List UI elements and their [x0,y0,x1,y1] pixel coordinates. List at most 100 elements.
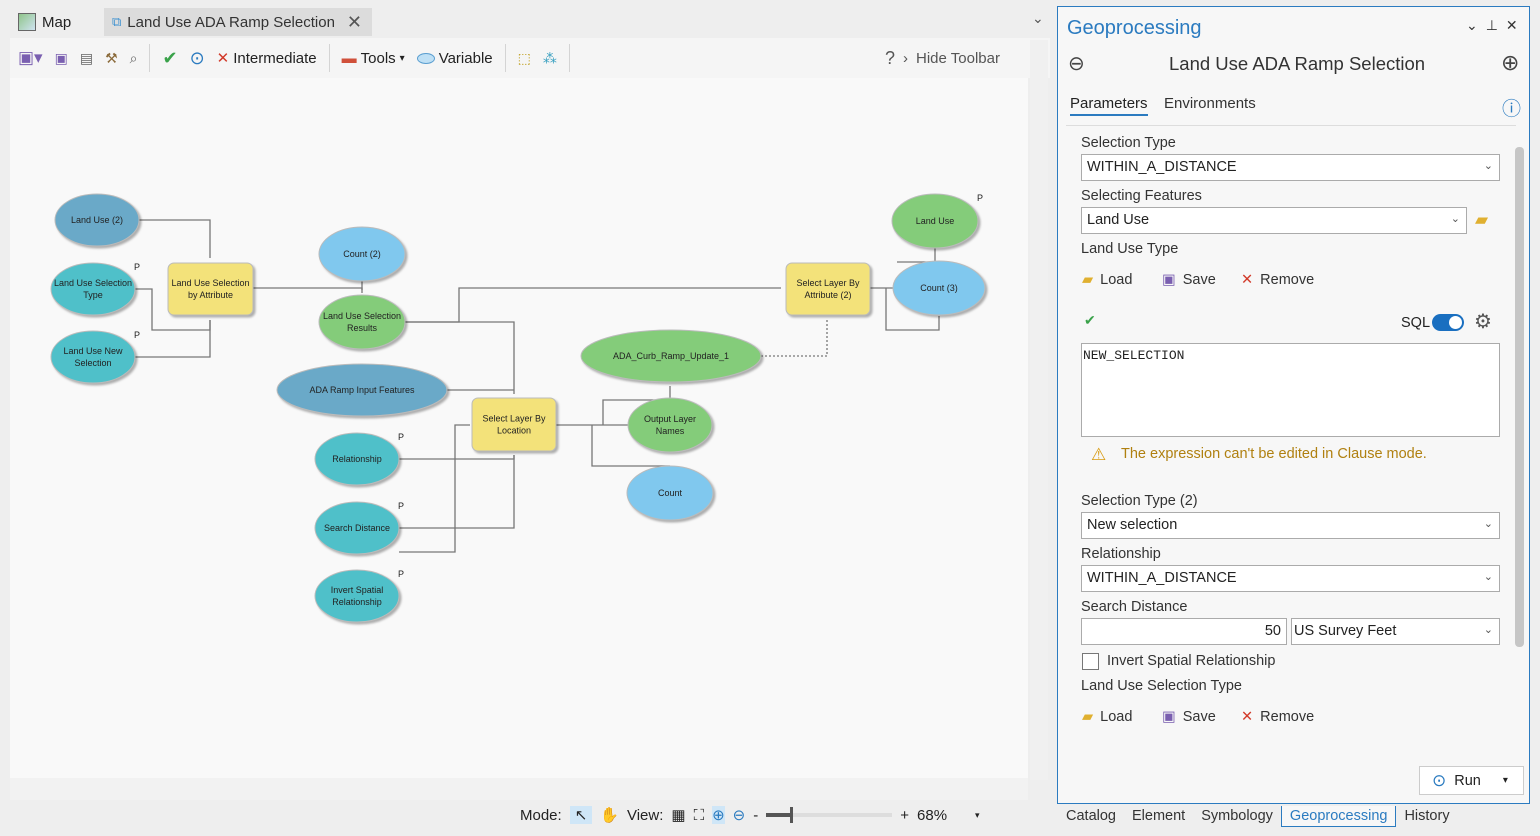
zoom-out-button[interactable]: - [753,806,759,824]
pane-controls[interactable]: ⌄⊥✕ [1466,17,1526,33]
find-icon[interactable]: ⌕ [129,49,138,66]
tab-model[interactable]: ⧉ Land Use ADA Ramp Selection ✕ [104,8,372,36]
pane-scrollbar[interactable] [1515,147,1524,647]
remove-button-2[interactable]: ✕Remove [1241,709,1314,725]
label: Save [1182,272,1216,288]
remove-button[interactable]: ✕Remove [1241,272,1314,288]
model-node-ada-input[interactable]: ADA Ramp Input Features [276,363,448,417]
connector [399,424,470,553]
model-node-count[interactable]: Count [626,465,714,521]
tab-history[interactable]: History [1404,808,1450,824]
model-diagram[interactable]: Land Use (2)Land Use SelectionTypePLand … [10,78,1028,778]
selecting-features-select[interactable]: Land Use⌄ [1081,207,1467,234]
zoom-dropdown-icon[interactable]: ▾ [975,809,980,820]
node-shape [276,363,448,417]
node-label: Land Use Selection [323,311,401,321]
add-icon[interactable]: ⊕ [1501,50,1520,75]
tools-button[interactable]: ▬Tools▾ [341,49,405,67]
save-icon[interactable]: ▣▾ [18,48,43,67]
model-node-ada-update[interactable]: ADA_Curb_Ramp_Update_1 [580,329,762,383]
model-node-land-use-2[interactable]: Land Use (2) [54,193,140,247]
zoom-slider[interactable] [766,807,893,823]
hammer-icon[interactable]: ⚒ [105,49,118,66]
tab-symbology[interactable]: Symbology [1201,808,1273,824]
selection-type-2-select[interactable]: New selection⌄ [1081,512,1500,539]
zoom-in-button[interactable]: + [900,806,910,824]
sql-toggle[interactable] [1432,314,1464,331]
variable-button[interactable]: Variable [416,50,493,67]
parameter-marker: P [134,330,140,340]
search-distance-input[interactable]: 50 [1081,618,1287,645]
zoom-in-icon[interactable]: ⊕ [712,806,725,824]
node-shape [626,465,714,521]
node-label: Select Layer By [482,414,546,424]
tab-geoprocessing[interactable]: Geoprocessing [1280,806,1397,827]
tab-parameters[interactable]: Parameters [1070,95,1148,116]
load-button[interactable]: ▰Load [1082,272,1132,288]
units-select[interactable]: US Survey Feet⌄ [1291,618,1500,645]
value: US Survey Feet [1294,623,1397,639]
intermediate-button[interactable]: ✕Intermediate [217,49,317,68]
node-label: Land Use [916,216,955,226]
model-node-count-3[interactable]: Count (3) [892,260,986,316]
validate-icon[interactable]: ✔ [162,47,178,68]
run-button[interactable]: ⊙Run▾ [1419,766,1524,795]
hide-toolbar-button[interactable]: Hide Toolbar [916,49,1000,67]
relationship-select[interactable]: WITHIN_A_DISTANCE⌄ [1081,565,1500,592]
horizontal-scrollbar[interactable] [10,778,1028,800]
node-shape [50,262,136,316]
fit-icon[interactable]: ▦ [671,807,686,824]
connector [897,248,936,263]
tab-list-chevron-icon[interactable]: ⌄ [1032,10,1044,26]
run-icon[interactable]: ⊙ [189,47,205,68]
gear-icon[interactable]: ⚙ [1474,311,1492,333]
model-node-count-2[interactable]: Count (2) [318,226,406,282]
connector [135,320,211,358]
help-icon[interactable]: ⓘ [1502,99,1522,120]
node-shape [580,329,762,383]
tab-element[interactable]: Element [1131,808,1186,824]
zoom-out-icon[interactable]: ⊖ [732,807,746,824]
save-as-icon[interactable]: ▣ [54,49,68,66]
auto-layout-icon[interactable]: ⁂ [542,49,557,66]
folder-icon[interactable]: ▰ [1475,210,1489,229]
node-label: Results [347,323,378,333]
invert-checkbox[interactable] [1082,653,1099,670]
node-shape [50,330,136,384]
zoom-level[interactable]: 68% [917,806,948,824]
report-icon[interactable]: ▤ [79,49,94,66]
tab-environments[interactable]: Environments [1164,95,1256,112]
select-mode-icon[interactable]: ↖ [569,806,593,824]
parameter-marker: P [398,569,404,579]
back-icon[interactable]: ⊖ [1068,53,1085,75]
mode-label: Mode: [520,806,562,824]
pan-mode-icon[interactable]: ✋ [600,807,619,824]
node-label: Count (3) [920,283,958,293]
parameter-marker: P [398,432,404,442]
tab-catalog[interactable]: Catalog [1066,808,1116,824]
select-all-icon[interactable]: ⬚ [517,49,531,66]
save-button-2[interactable]: ▣Save [1162,709,1216,725]
help-button[interactable]: ? [885,47,896,68]
tab-map[interactable]: Map [10,8,79,36]
expression-textarea[interactable]: NEW_SELECTION [1081,343,1500,437]
save-button[interactable]: ▣Save [1162,272,1216,288]
vertical-scrollbar[interactable] [1030,40,1048,780]
node-label: Type [83,290,103,300]
selection-type-select[interactable]: WITHIN_A_DISTANCE⌄ [1081,154,1500,181]
close-icon[interactable]: ✕ [346,11,363,32]
full-extent-icon[interactable]: ⛶ [693,806,705,824]
load-button-2[interactable]: ▰Load [1082,709,1132,725]
